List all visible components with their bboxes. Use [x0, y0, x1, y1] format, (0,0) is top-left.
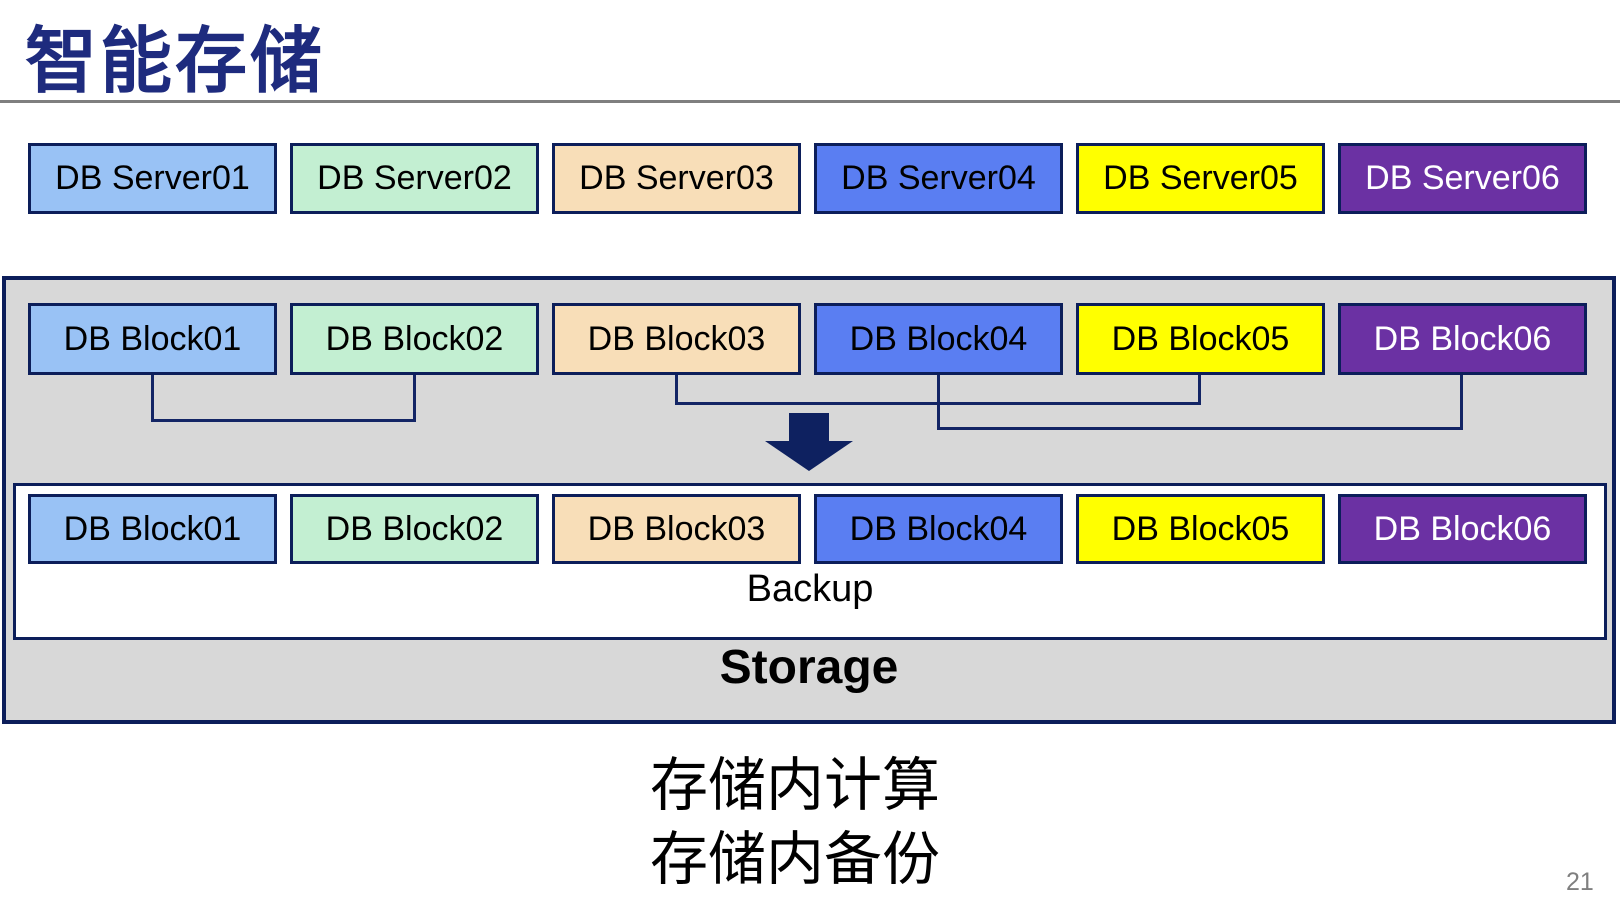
- caption-line-1: 存储内计算: [650, 751, 941, 819]
- db-block-label: DB Block02: [325, 319, 504, 358]
- db-server-box-1: DB Server01: [28, 143, 277, 214]
- db-block-label: DB Block04: [849, 509, 1028, 548]
- backup-box: DB Block01 DB Block02 DB Block03 DB Bloc…: [13, 483, 1607, 640]
- db-server-label: DB Server01: [55, 159, 250, 197]
- down-arrow-icon: [765, 413, 853, 471]
- db-server-label: DB Server03: [579, 159, 774, 197]
- page-title: 智能存储: [25, 19, 326, 103]
- db-block-box-2: DB Block02: [290, 303, 539, 375]
- storage-panel: DB Block01 DB Block02 DB Block03 DB Bloc…: [2, 276, 1616, 724]
- storage-label: Storage: [719, 641, 899, 694]
- connector-block01-block02: [151, 375, 416, 422]
- db-server-box-5: DB Server05: [1076, 143, 1325, 214]
- db-server-label: DB Server02: [317, 159, 512, 197]
- db-block-label: DB Block01: [63, 319, 242, 358]
- backup-label: Backup: [746, 568, 874, 610]
- backup-block-box-1: DB Block01: [28, 494, 277, 564]
- db-block-box-1: DB Block01: [28, 303, 277, 375]
- db-block-label: DB Block05: [1111, 509, 1290, 548]
- caption-line-2: 存储内备份: [650, 825, 941, 893]
- db-block-label: DB Block03: [587, 319, 766, 358]
- db-server-row: DB Server01 DB Server02 DB Server03 DB S…: [28, 143, 1587, 214]
- page-number: 21: [1566, 868, 1594, 896]
- db-block-box-5: DB Block05: [1076, 303, 1325, 375]
- db-block-label: DB Block06: [1373, 509, 1552, 548]
- connector-block04-block06: [937, 375, 1463, 430]
- db-server-box-6: DB Server06: [1338, 143, 1587, 214]
- db-block-label: DB Block04: [849, 319, 1028, 358]
- db-block-row-backup: DB Block01 DB Block02 DB Block03 DB Bloc…: [28, 494, 1587, 564]
- backup-block-box-6: DB Block06: [1338, 494, 1587, 564]
- backup-block-box-5: DB Block05: [1076, 494, 1325, 564]
- backup-block-box-4: DB Block04: [814, 494, 1063, 564]
- db-block-box-4: DB Block04: [814, 303, 1063, 375]
- db-server-label: DB Server06: [1365, 159, 1560, 197]
- db-block-label: DB Block02: [325, 509, 504, 548]
- db-block-label: DB Block01: [63, 509, 242, 548]
- db-server-box-3: DB Server03: [552, 143, 801, 214]
- backup-block-box-3: DB Block03: [552, 494, 801, 564]
- db-block-label: DB Block05: [1111, 319, 1290, 358]
- caption: 存储内计算 存储内备份: [650, 748, 940, 896]
- db-server-label: DB Server05: [1103, 159, 1298, 197]
- title-divider: [0, 100, 1620, 103]
- db-block-row-source: DB Block01 DB Block02 DB Block03 DB Bloc…: [28, 303, 1587, 375]
- db-block-box-3: DB Block03: [552, 303, 801, 375]
- db-server-label: DB Server04: [841, 159, 1036, 197]
- db-block-box-6: DB Block06: [1338, 303, 1587, 375]
- backup-block-box-2: DB Block02: [290, 494, 539, 564]
- db-server-box-2: DB Server02: [290, 143, 539, 214]
- db-block-label: DB Block06: [1373, 319, 1552, 358]
- db-server-box-4: DB Server04: [814, 143, 1063, 214]
- db-block-label: DB Block03: [587, 509, 766, 548]
